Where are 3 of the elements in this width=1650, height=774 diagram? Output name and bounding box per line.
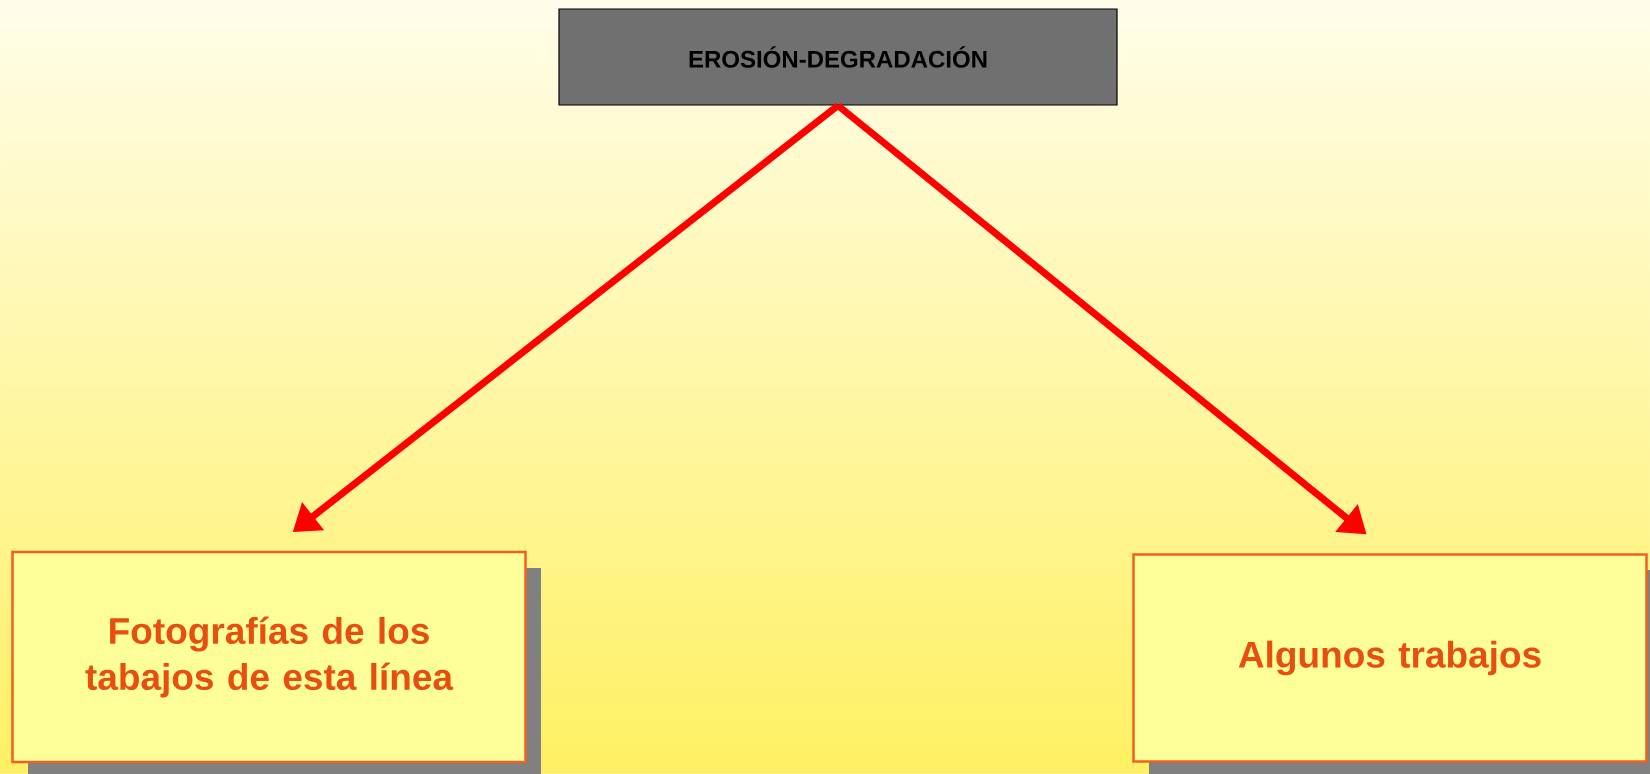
text-box: Fotografías de los tabajos de esta línea — [11, 550, 541, 774]
title-box: EROSIÓN-DEGRADACIÓN — [558, 8, 1118, 106]
text-box: Algunos trabajos — [1132, 553, 1650, 774]
